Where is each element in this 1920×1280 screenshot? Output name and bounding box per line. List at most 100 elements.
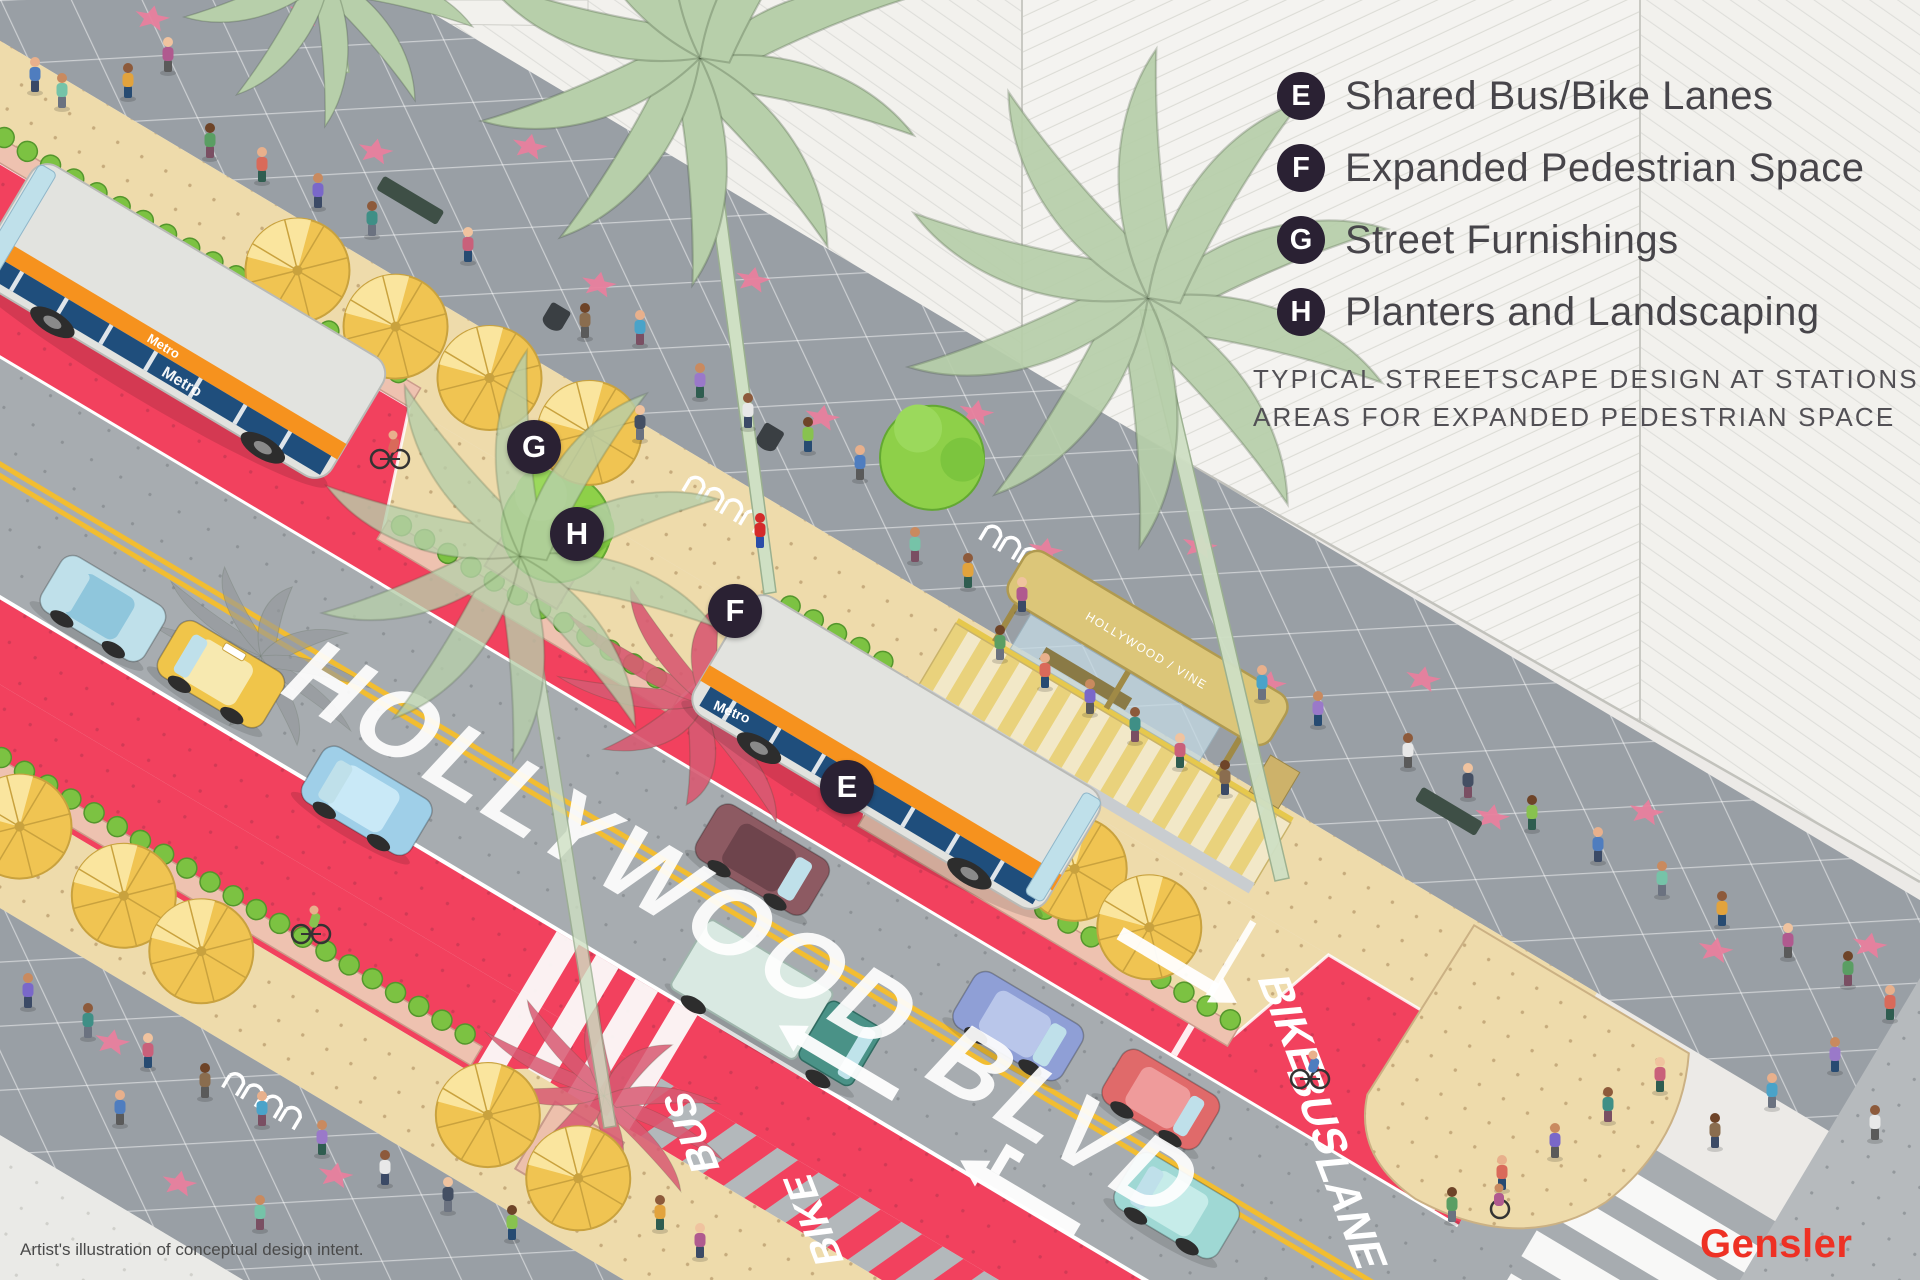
pedestrian	[254, 147, 270, 186]
pedestrian	[1827, 1037, 1843, 1076]
pedestrian	[1707, 1113, 1723, 1152]
pedestrian	[112, 1090, 128, 1129]
crosswalk-stripe	[1521, 1230, 1709, 1280]
pedestrian	[577, 303, 593, 342]
pedestrian	[1127, 707, 1143, 746]
pedestrian	[1652, 1057, 1668, 1096]
pedestrian	[80, 1003, 96, 1042]
pedestrian	[1840, 951, 1856, 990]
pedestrian	[440, 1177, 456, 1216]
walk-of-fame-star	[358, 138, 394, 165]
pedestrian	[27, 57, 43, 96]
pedestrian	[1524, 795, 1540, 834]
pedestrian	[364, 201, 380, 240]
bike-rack	[681, 475, 706, 501]
car	[146, 619, 286, 738]
metro-bus-westbound: Metro Metro	[0, 163, 387, 488]
pedestrian	[800, 417, 816, 456]
bench	[377, 176, 444, 225]
legend-badge-h: H	[1277, 288, 1325, 336]
legend-label-e: Shared Bus/Bike Lanes	[1345, 73, 1774, 118]
bike-rack	[719, 498, 744, 523]
lane-arrow	[960, 1160, 1081, 1237]
walk-of-fame-star	[1629, 799, 1665, 826]
pedestrian	[907, 527, 923, 566]
pedestrian	[1590, 827, 1606, 866]
walk-of-fame-star	[736, 266, 771, 293]
pedestrian	[1714, 891, 1730, 930]
costumed-performer	[754, 513, 766, 548]
pedestrians	[20, 37, 1898, 1262]
pedestrian	[1600, 1087, 1616, 1126]
pedestrian	[652, 1195, 668, 1234]
pedestrian	[120, 63, 136, 102]
walk-of-fame-star	[162, 1170, 198, 1197]
walk-of-fame-star	[1852, 932, 1888, 959]
pedestrian	[1037, 653, 1053, 692]
pedestrian	[140, 1033, 156, 1072]
walk-of-fame-star	[135, 5, 171, 32]
pedestrian	[1082, 679, 1098, 718]
walk-of-fame-star	[582, 271, 617, 298]
pedestrian	[1310, 691, 1326, 730]
lane-arrow	[778, 1025, 900, 1102]
crosswalk-stripe	[1546, 1187, 1735, 1280]
legend-caption: TYPICAL STREETSCAPE DESIGN AT STATIONS /…	[1253, 360, 1920, 436]
legend-row-h: H Planters and Landscaping	[1277, 288, 1865, 336]
legend-label-h: Planters and Landscaping	[1345, 289, 1820, 334]
truck	[664, 919, 883, 1098]
legend-badge-f: F	[1277, 144, 1325, 192]
pedestrian	[54, 73, 70, 112]
walk-of-fame-star	[512, 133, 548, 160]
car	[29, 554, 167, 671]
pedestrian	[1254, 665, 1270, 704]
bike-rack	[221, 1072, 246, 1097]
walk-of-fame-star	[318, 1162, 354, 1189]
palm-trees	[183, 0, 1389, 1129]
pedestrian	[254, 1091, 270, 1130]
car	[684, 803, 831, 925]
pedestrian	[20, 973, 36, 1012]
car	[290, 745, 433, 865]
car	[1091, 1048, 1221, 1159]
pedestrian	[692, 1223, 708, 1262]
pedestrian	[310, 173, 326, 212]
pedestrian	[377, 1150, 393, 1189]
pedestrian	[632, 310, 648, 349]
walk-of-fame-star	[1475, 804, 1511, 830]
car	[942, 970, 1085, 1090]
pedestrian	[1444, 1187, 1460, 1226]
pedestrian	[460, 227, 476, 266]
pedestrian	[1460, 763, 1476, 802]
disclaimer-note: Artist's illustration of conceptual desi…	[20, 1240, 364, 1259]
corner-curb-bulb	[1363, 923, 1690, 1230]
lane-arrow	[1116, 927, 1237, 1003]
legend-row-f: F Expanded Pedestrian Space	[1277, 144, 1865, 192]
pedestrian	[852, 445, 868, 484]
cyclist	[1289, 1050, 1331, 1090]
pedestrian	[504, 1205, 520, 1244]
cyclist	[369, 430, 411, 470]
pedestrian	[1764, 1073, 1780, 1112]
bike-rack	[978, 524, 1003, 549]
walk-of-fame-star	[805, 404, 841, 431]
scene-marker-g: G	[507, 420, 561, 474]
pedestrian	[202, 123, 218, 162]
pedestrian	[632, 405, 648, 444]
walk-of-fame-sidewalk-south	[0, 260, 1216, 1280]
bike-rack	[997, 535, 1022, 561]
scene-marker-f: F	[708, 584, 762, 638]
legend-badge-e: E	[1277, 72, 1325, 120]
pedestrian	[1547, 1123, 1563, 1162]
legend-caption-line2: AREAS FOR EXPANDED PEDESTRIAN SPACE	[1253, 402, 1896, 432]
pedestrian	[1217, 760, 1233, 799]
pedestrian	[740, 393, 756, 432]
legend-row-e: E Shared Bus/Bike Lanes	[1277, 72, 1865, 120]
lane-arrows	[778, 927, 1237, 1237]
legend-label-g: Street Furnishings	[1345, 217, 1679, 262]
pedestrian	[1172, 733, 1188, 772]
